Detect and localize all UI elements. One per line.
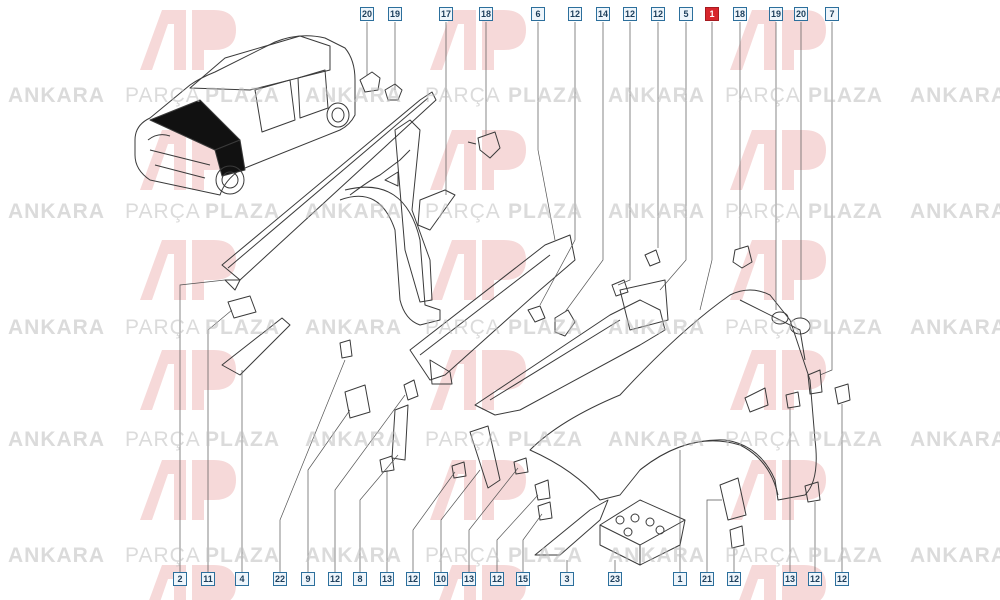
bracket-4 [221,317,291,376]
bracket-8 [391,404,409,461]
callout-17[interactable]: 17 [439,7,453,21]
bolt-12-d [403,379,419,401]
car-thumbnail [134,35,356,196]
callout-20[interactable]: 20 [360,7,374,21]
nut-13-c [785,391,801,409]
callout-19[interactable]: 19 [769,7,783,21]
callout-21[interactable]: 21 [700,572,714,586]
bracket-11 [227,295,257,319]
callout-12[interactable]: 12 [808,572,822,586]
callout-13[interactable]: 13 [380,572,394,586]
clip-20-right [789,317,811,335]
bolt-12-i [834,383,851,405]
bracket-21 [719,477,747,521]
callout-12[interactable]: 12 [490,572,504,586]
clip-22 [339,339,353,359]
bolt-12-g [729,525,745,549]
watermark-logos [140,10,826,600]
bolt-15 [534,479,551,501]
callout-12[interactable]: 12 [651,7,665,21]
callout-12[interactable]: 12 [568,7,582,21]
callout-20[interactable]: 20 [794,7,808,21]
callout-13[interactable]: 13 [783,572,797,586]
callout-14[interactable]: 14 [596,7,610,21]
callout-12[interactable]: 12 [328,572,342,586]
callout-23[interactable]: 23 [608,572,622,586]
callout-19[interactable]: 19 [388,7,402,21]
callout-18[interactable]: 18 [479,7,493,21]
callout-4[interactable]: 4 [235,572,249,586]
callout-12[interactable]: 12 [406,572,420,586]
callout-12[interactable]: 12 [727,572,741,586]
clip-19-right [771,311,789,325]
bolt-12-a [527,305,546,323]
callout-7[interactable]: 7 [825,7,839,21]
callout-11[interactable]: 11 [201,572,215,586]
trim-3 [534,499,609,556]
bracket-17 [417,189,456,231]
callout-10[interactable]: 10 [434,572,448,586]
reinforcement-6 [409,234,576,385]
bolt-12-b [611,279,629,297]
bolt-12-h [804,481,821,503]
bracket-14 [554,309,576,337]
clip-20-left [359,71,381,93]
clip-7 [807,369,823,395]
reinforcement-5 [474,279,669,416]
callout-3[interactable]: 3 [560,572,574,586]
nut-13-a [379,455,395,473]
callout-18[interactable]: 18 [733,7,747,21]
front-fender [529,289,817,501]
bracket-9 [344,384,371,419]
callout-1-highlighted[interactable]: 1 [705,7,719,21]
bracket-10 [469,425,501,489]
callout-1[interactable]: 1 [673,572,687,586]
callout-15[interactable]: 15 [516,572,530,586]
fender-rail [221,91,441,326]
nut-13-b [513,457,529,475]
callout-12[interactable]: 12 [623,7,637,21]
screw-18-left [467,131,501,159]
screw-18-right [732,245,753,269]
callout-5[interactable]: 5 [679,7,693,21]
leader-lines [179,22,843,578]
callout-12[interactable]: 12 [835,572,849,586]
callout-2[interactable]: 2 [173,572,187,586]
repair-kit-23 [599,499,686,566]
callout-22[interactable]: 22 [273,572,287,586]
callout-8[interactable]: 8 [353,572,367,586]
bolt-12-c [644,249,661,267]
clip-19-left [384,83,403,101]
callout-6[interactable]: 6 [531,7,545,21]
bolt-12-f [537,501,553,521]
callout-9[interactable]: 9 [301,572,315,586]
callout-13[interactable]: 13 [462,572,476,586]
